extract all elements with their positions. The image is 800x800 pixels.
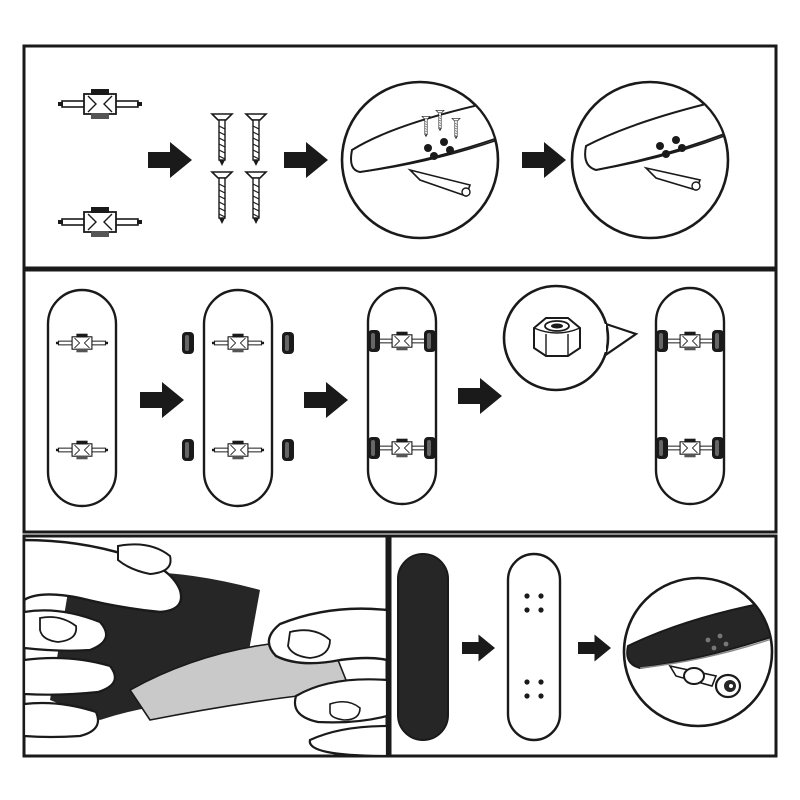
hand-icon: [24, 538, 183, 739]
panel-grip-tape: [22, 534, 389, 758]
panel-attach-trucks: [22, 44, 778, 270]
wheel-icon: [683, 667, 742, 699]
grip-tape-sheet: [397, 553, 449, 741]
deck-wheels-mounted: [366, 286, 438, 506]
panel-mount-wheels: [22, 268, 778, 534]
wheel-icon: [282, 439, 294, 461]
deck-trucks: [46, 288, 118, 508]
tighten-nut: [502, 284, 639, 392]
finished-board: [622, 576, 774, 728]
deck-screws-installed: [570, 80, 730, 240]
deck-final: [654, 286, 726, 506]
deck-insert-screws: [340, 80, 500, 240]
wheel-icon: [182, 332, 194, 354]
wheel-icon: [282, 332, 294, 354]
panel-apply-grip: [388, 534, 778, 758]
wheel-icon: [182, 439, 194, 461]
deck-with-holes: [506, 552, 562, 742]
hand-icon: [267, 607, 387, 756]
hex-nut-icon: [533, 317, 581, 357]
